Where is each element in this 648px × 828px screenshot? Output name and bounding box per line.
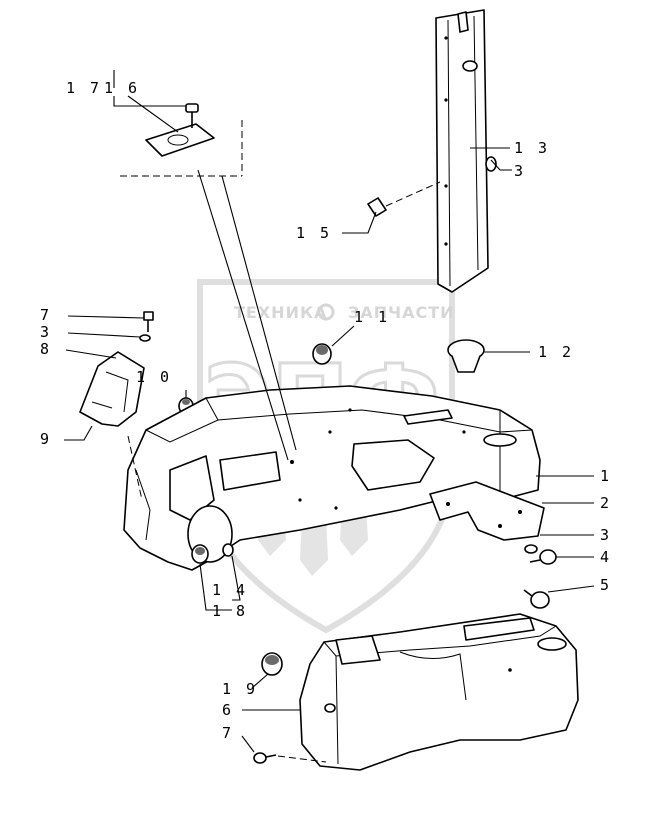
part-18-bushing bbox=[191, 544, 209, 564]
part-15-bolt bbox=[367, 181, 441, 217]
part-3-washer-top bbox=[485, 156, 497, 172]
watermark-gear-icon bbox=[317, 303, 335, 321]
callout-3-top: 3 bbox=[514, 162, 526, 180]
part-13-post bbox=[435, 9, 489, 293]
watermark-right-word: ЗАПЧАСТИ bbox=[348, 303, 455, 322]
callout-5: 5 bbox=[600, 576, 612, 594]
part-19-bushing bbox=[261, 652, 283, 676]
part-7-bolt-lower bbox=[253, 752, 327, 764]
part-16-screw bbox=[185, 103, 199, 128]
part-14-bushing bbox=[222, 543, 234, 557]
callout-7-upper: 7 bbox=[40, 306, 52, 324]
callout-6: 6 bbox=[222, 701, 234, 719]
part-3-washer-right bbox=[524, 544, 538, 554]
callout-9: 9 bbox=[40, 430, 52, 448]
leader-lines bbox=[64, 70, 595, 753]
part-3-washer-left bbox=[139, 334, 151, 342]
callout-3-right: 3 bbox=[600, 526, 612, 544]
part-8-9-cover bbox=[79, 351, 145, 427]
part-17-plate bbox=[145, 123, 215, 157]
part-1-housing bbox=[123, 385, 541, 571]
callout-11: 1 1 bbox=[354, 308, 390, 326]
callout-2: 2 bbox=[600, 494, 612, 512]
callout-10: 1 0 bbox=[136, 368, 172, 386]
watermark-left-word: ТЕХНИКА bbox=[234, 303, 327, 322]
callout-4: 4 bbox=[600, 548, 612, 566]
callout-14: 1 4 bbox=[212, 581, 248, 599]
callout-18: 1 8 bbox=[212, 602, 248, 620]
callout-7-lower: 7 bbox=[222, 724, 234, 742]
part-11-bushing bbox=[312, 343, 332, 365]
callout-19: 1 9 bbox=[222, 680, 258, 698]
callouts: 1 7 1 6 1 3 3 1 5 7 3 8 1 1 1 2 1 0 9 1 … bbox=[40, 79, 612, 742]
callout-16: 1 6 bbox=[104, 79, 140, 97]
callout-3-left: 3 bbox=[40, 323, 52, 341]
callout-17: 1 7 bbox=[66, 79, 102, 97]
callout-8: 8 bbox=[40, 340, 52, 358]
part-2-bracket bbox=[429, 481, 545, 541]
callout-12: 1 2 bbox=[538, 343, 574, 361]
callout-1: 1 bbox=[600, 467, 612, 485]
part-7-bolt-upper bbox=[143, 311, 154, 332]
part-12-cap bbox=[447, 339, 485, 373]
callout-13: 1 3 bbox=[514, 139, 550, 157]
part-5-knob bbox=[523, 589, 550, 609]
part-6-console bbox=[299, 613, 579, 771]
callout-15: 1 5 bbox=[296, 224, 332, 242]
